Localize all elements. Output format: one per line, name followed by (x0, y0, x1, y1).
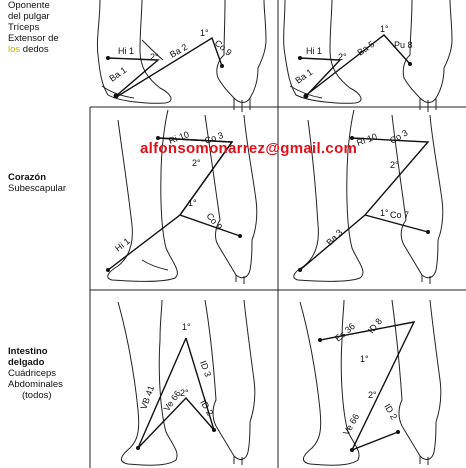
point-label: Co 3 (388, 128, 409, 146)
acupoint-dot (106, 56, 110, 60)
acupoint-dot (396, 430, 400, 434)
point-label: Ba 5 (355, 39, 376, 58)
acupoint-markers (106, 56, 430, 452)
acupoint-dot (408, 62, 412, 66)
connection-line (107, 137, 234, 271)
label-line: Cuádriceps (8, 368, 57, 379)
label-line: Tríceps (8, 22, 40, 33)
connection-line (137, 337, 215, 449)
foot-drawing (96, 0, 172, 104)
mark-label: 2° (368, 390, 377, 400)
leg-drawing (107, 109, 178, 282)
leg-drawing (293, 109, 364, 282)
label-title: Intestino (8, 346, 48, 357)
point-label: Ba 3 (324, 227, 344, 247)
foot-drawing (283, 0, 362, 104)
mark-label: 1° (360, 354, 369, 364)
acupoint-dot (298, 56, 302, 60)
point-label: Ba 1 (107, 65, 128, 84)
point-label: Hi 1 (306, 46, 322, 56)
row-label-1: Oponente del pulgar Tríceps Extensor de … (8, 0, 59, 55)
arm-drawing (391, 299, 442, 465)
mark-label: 1° (182, 322, 191, 332)
acupoint-dot (212, 428, 216, 432)
point-label: Hi 1 (118, 46, 134, 56)
label-line: Abdominales (8, 379, 63, 390)
label-title: Corazón (8, 172, 46, 183)
leg-drawing (117, 299, 178, 466)
arm-drawing (204, 114, 258, 284)
connection-line (299, 137, 430, 271)
point-label: Es 36 (333, 321, 357, 343)
hand-drawing (402, 0, 453, 112)
connection-line (157, 137, 241, 237)
connection-line (319, 321, 416, 452)
point-label: ID 3 (198, 359, 213, 378)
acupoint-dot (426, 230, 430, 234)
row-label-3: Intestino delgado Cuádriceps Abdominales… (8, 346, 63, 401)
point-label: Ri 10 (355, 131, 378, 148)
acupoint-dot (238, 234, 242, 238)
label-title: delgado (8, 357, 45, 368)
watermark-email: alfonsomonarrez@gmail.com (140, 140, 358, 157)
acupoint-dot (298, 268, 302, 272)
acupoint-dot (350, 136, 354, 140)
point-label: Pu 8 (394, 40, 413, 50)
mark-label: 2° (150, 52, 159, 62)
label-line: Extensor de (8, 33, 59, 44)
point-label: Ba 1 (293, 67, 314, 86)
mark-label: 2° (192, 158, 201, 168)
point-label: VB 41 (138, 384, 156, 410)
point-label: Co 9 (213, 38, 234, 58)
acupoint-dot (318, 338, 322, 342)
mark-label: 1° (188, 198, 197, 208)
arm-drawing (204, 299, 256, 465)
label-line: los dedos (8, 44, 59, 55)
point-label: Ba 2 (168, 42, 189, 60)
mark-label: 2° (180, 388, 189, 398)
label-word: dedos (22, 44, 49, 55)
acupoint-dot (350, 448, 354, 452)
mark-label: 2° (390, 160, 399, 170)
point-label: ID 2 (382, 402, 399, 421)
leg-drawing (299, 299, 360, 466)
acupoint-dot (136, 446, 140, 450)
acupoint-dot (156, 136, 160, 140)
acupoint-dot (220, 64, 224, 68)
label-line: Subescapular (8, 183, 67, 194)
mark-label: 1° (380, 208, 389, 218)
hand-drawing (216, 0, 267, 112)
connection-line (364, 214, 429, 233)
point-label: ID 8 (366, 316, 384, 335)
row-label-2: Corazón Subescapular (8, 172, 66, 194)
acupoint-dot (303, 93, 309, 99)
label-line: del pulgar (8, 11, 50, 22)
point-label: Co 9 (204, 211, 224, 232)
arm-drawing (391, 114, 444, 284)
highlight-word: los (8, 44, 21, 55)
connection-line (185, 337, 215, 431)
mark-label: 1° (200, 28, 209, 38)
point-label: Ve 66 (341, 412, 361, 437)
label-line: Oponente (8, 0, 50, 11)
mark-label: 1° (380, 24, 389, 34)
acupoint-dot (106, 268, 110, 272)
point-label: Co 7 (390, 210, 409, 220)
acupoint-dot (113, 93, 119, 99)
label-line: (todos) (22, 390, 52, 401)
mark-label: 2° (338, 52, 347, 62)
